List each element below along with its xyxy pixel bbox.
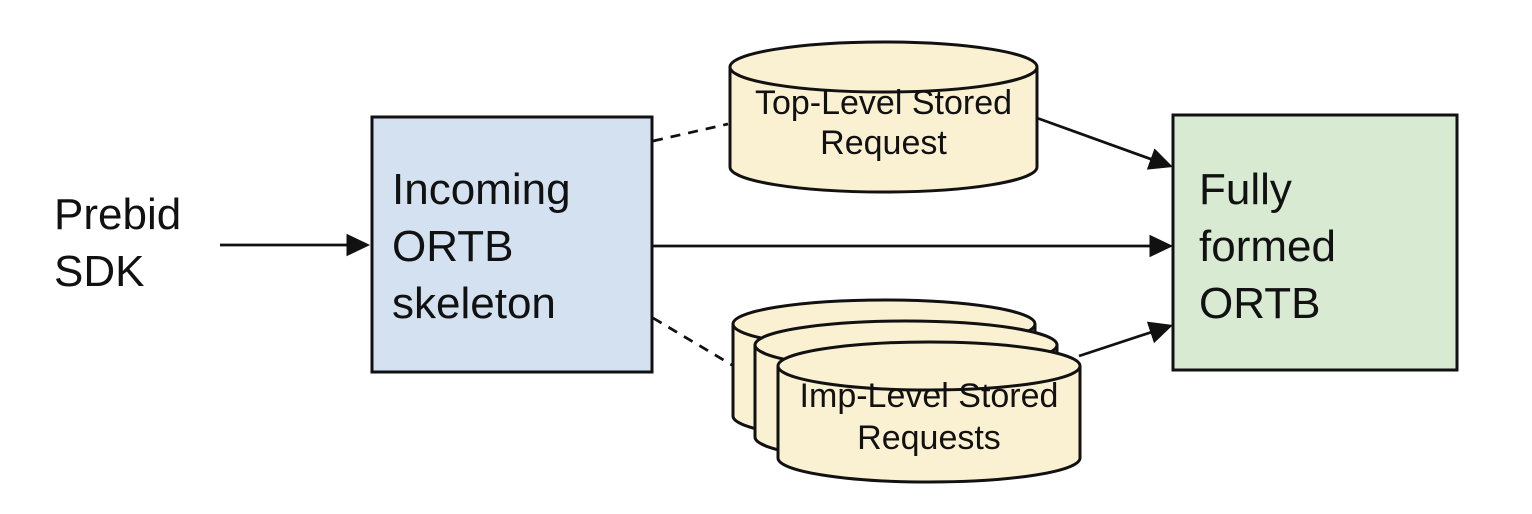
cylinder-top <box>728 40 1039 94</box>
edge-implevel-to-fullyformed <box>1078 321 1173 358</box>
fully-formed-ortb-box <box>1171 113 1459 372</box>
top-level-stored-request-cylinder <box>728 40 1039 194</box>
fully-formed-ortb-label: Fully formed ORTB <box>1199 161 1336 332</box>
label-line: skeleton <box>392 279 556 328</box>
cylinder-body-front <box>776 366 1082 484</box>
label-line: ORTB <box>1199 279 1321 328</box>
label-line: Prebid <box>54 190 182 239</box>
label-line: Requests <box>857 419 1001 457</box>
imp-level-stored-requests-cylinders <box>731 298 1082 484</box>
label-line: Request <box>820 124 947 162</box>
edge-toplevel-to-fullyformed <box>1036 116 1173 170</box>
label-line: Top-Level Stored <box>754 84 1013 122</box>
edge-incoming-to-toplevel-dashed <box>652 122 729 143</box>
incoming-ortb-box <box>370 115 654 374</box>
imp-level-stored-requests-label: Imp-Level Stored Requests <box>778 375 1080 459</box>
edge-incoming-to-implevel-dashed <box>652 316 733 367</box>
label-line: SDK <box>54 247 145 296</box>
prebid-sdk-label: Prebid SDK <box>54 186 181 300</box>
incoming-ortb-label: Incoming ORTB skeleton <box>392 161 571 332</box>
label-line: Imp-Level Stored <box>799 377 1059 415</box>
cylinder-body <box>728 67 1039 194</box>
label-line: Incoming <box>392 165 571 214</box>
label-line: ORTB <box>392 222 514 271</box>
cylinder-top-front <box>776 340 1082 392</box>
label-line: Fully <box>1199 165 1292 214</box>
label-line: formed <box>1199 222 1336 271</box>
top-level-stored-request-label: Top-Level Stored Request <box>730 83 1037 163</box>
